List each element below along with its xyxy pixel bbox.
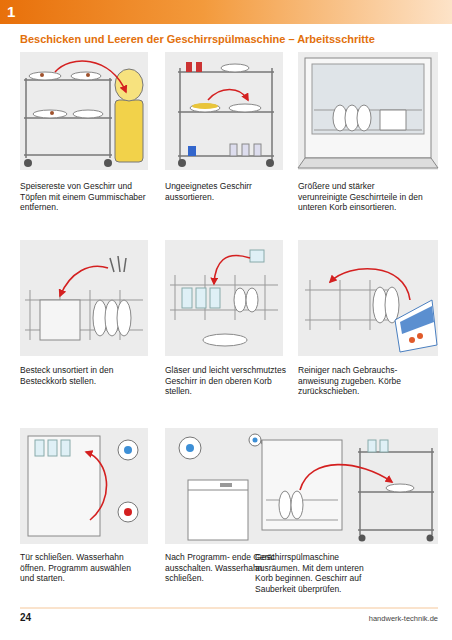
- step-caption: Besteck unsortiert in den Besteckkorb st…: [20, 365, 146, 386]
- cart-drawing: [24, 78, 112, 158]
- waste-bin: [115, 69, 143, 162]
- page-title: Beschicken und Leeren der Geschirrspülma…: [20, 33, 375, 45]
- step-caption: Reiniger nach Gebrauchs- anweisung zugeb…: [298, 365, 424, 397]
- step-caption: Geschirrspülmaschine ausräumen. Mit dem …: [255, 552, 381, 594]
- panel-grounds: [20, 52, 438, 544]
- step-caption: Größere und stärker verunreinigte Geschi…: [298, 181, 424, 213]
- step-caption: Ungeeignetes Geschirr aussortieren.: [165, 181, 291, 202]
- dishwasher: [298, 58, 438, 168]
- page-number: 24: [20, 612, 31, 623]
- footer-url: handwerk-technik.de: [369, 614, 438, 623]
- step-caption: Gläser und leicht verschmutztes Geschirr…: [165, 365, 291, 397]
- chapter-number: 1: [7, 3, 15, 20]
- step-caption: Tür schließen. Wasserhahn öffnen. Progra…: [20, 552, 146, 584]
- step-caption: Speisereste von Geschirr und Töpfen mit …: [20, 181, 146, 213]
- plates: [29, 72, 103, 118]
- footer-rule: [20, 608, 438, 609]
- header-band: [0, 0, 452, 24]
